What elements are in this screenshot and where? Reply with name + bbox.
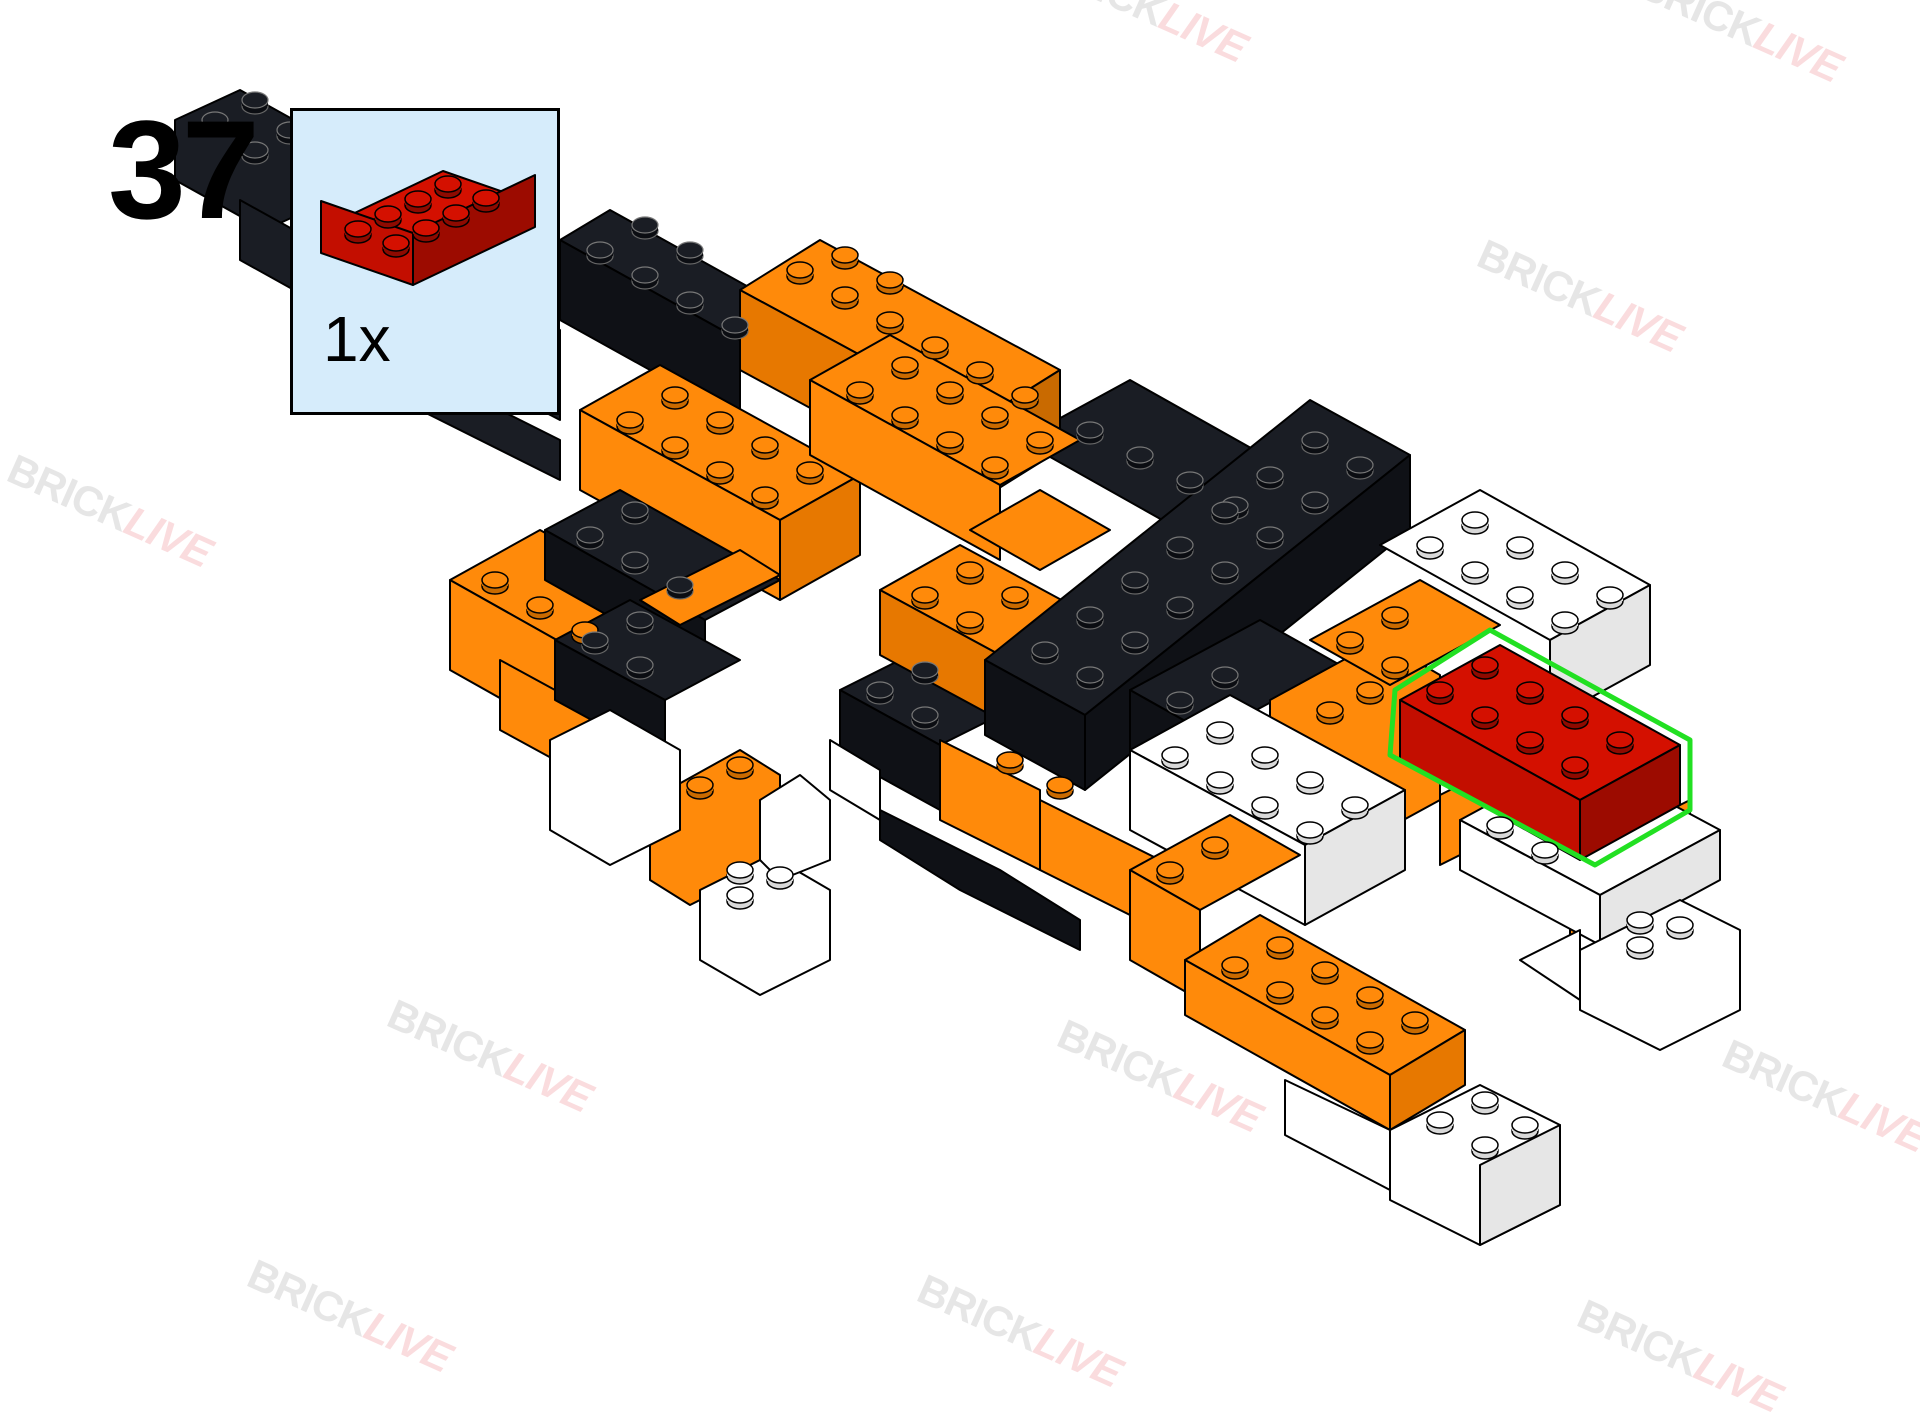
assembly-model-illustration (174, 89, 1741, 1246)
parts-callout: 1x (290, 108, 560, 415)
red-2x4-brick-icon (320, 170, 536, 286)
step-number: 37 (108, 91, 260, 248)
part-quantity: 1x (323, 303, 391, 375)
